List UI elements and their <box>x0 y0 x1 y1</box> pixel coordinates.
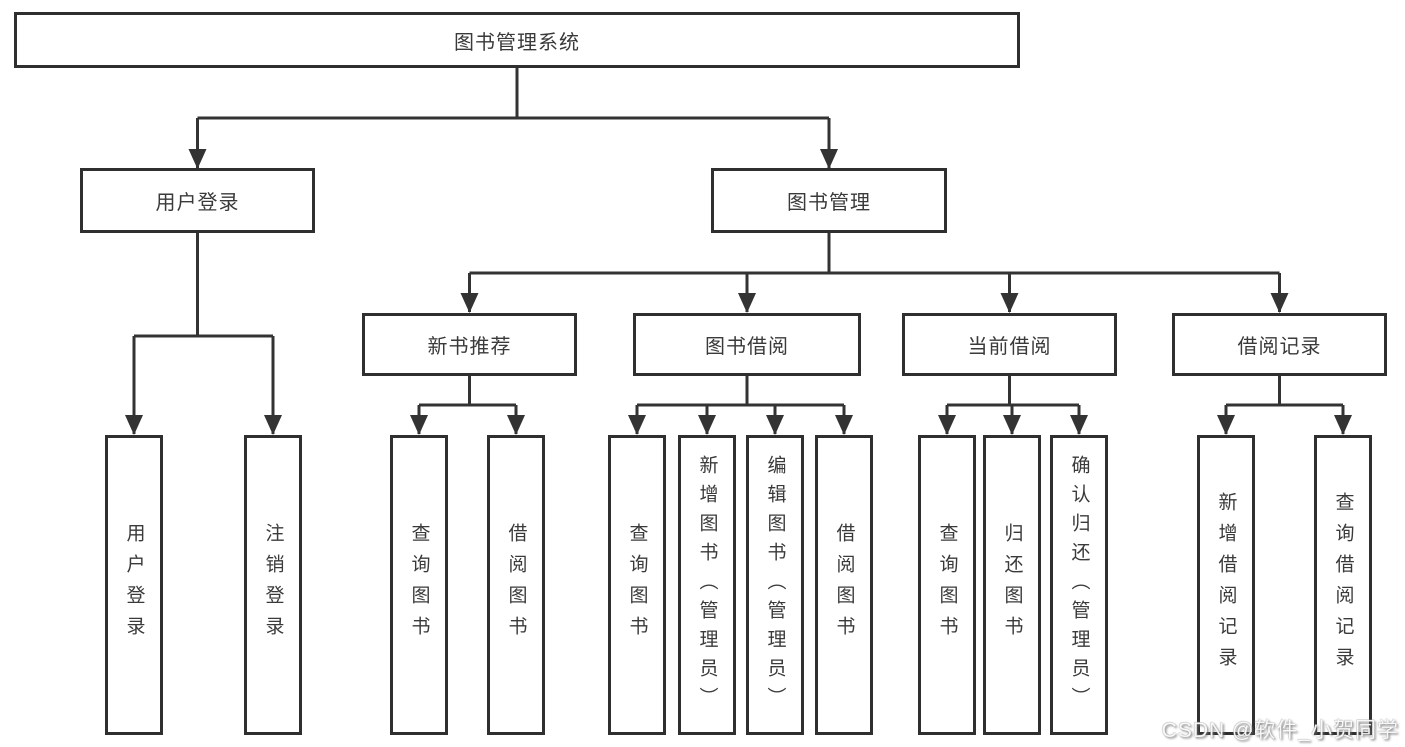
watermark: CSDN @软件_小贺同学 <box>1161 719 1399 742</box>
node-book-management: 图书管理 <box>711 168 947 233</box>
node-borrow-record: 借阅记录 <box>1172 313 1387 376</box>
leaf-edit-book-admin: 编辑图书（管理员） <box>746 435 804 735</box>
leaf-user-login: 用户登录 <box>105 435 163 735</box>
node-label: 新书推荐 <box>427 336 512 358</box>
node-current-borrow: 当前借阅 <box>902 313 1117 376</box>
node-label: 查询图书 <box>936 523 958 647</box>
leaf-borrow-books: 借阅图书 <box>815 435 873 735</box>
node-label: 查询借阅记录 <box>1332 492 1354 678</box>
node-label: 查询图书 <box>626 523 648 647</box>
node-label: 注销登录 <box>262 523 284 647</box>
node-label: 借阅图书 <box>505 523 527 647</box>
node-book-borrow: 图书借阅 <box>633 313 861 376</box>
node-user-login: 用户登录 <box>80 168 315 233</box>
leaf-query-books-recommend: 查询图书 <box>390 435 448 735</box>
node-new-book-recommend: 新书推荐 <box>362 313 577 376</box>
node-label: 编辑图书（管理员） <box>764 454 786 716</box>
leaf-return-book: 归还图书 <box>983 435 1041 735</box>
node-label: 借阅记录 <box>1237 336 1322 358</box>
leaf-add-borrow-record: 新增借阅记录 <box>1197 435 1255 735</box>
node-root: 图书管理系统 <box>14 12 1020 68</box>
leaf-logout-login: 注销登录 <box>244 435 302 735</box>
node-label: 用户登录 <box>123 523 145 647</box>
node-label: 图书管理系统 <box>454 31 580 54</box>
node-label: 用户登录 <box>155 192 240 214</box>
leaf-confirm-return-admin: 确认归还（管理员） <box>1050 435 1108 735</box>
leaf-add-book-admin: 新增图书（管理员） <box>678 435 736 735</box>
leaf-borrow-books-recommend: 借阅图书 <box>487 435 545 735</box>
node-label: 借阅图书 <box>833 523 855 647</box>
node-label: 确认归还（管理员） <box>1068 454 1090 716</box>
leaf-query-borrow-record: 查询借阅记录 <box>1314 435 1372 735</box>
node-label: 查询图书 <box>408 523 430 647</box>
node-label: 图书管理 <box>787 192 871 214</box>
leaf-query-books-current: 查询图书 <box>918 435 976 735</box>
node-label: 归还图书 <box>1001 523 1023 647</box>
node-label: 当前借阅 <box>967 336 1052 358</box>
node-label: 图书借阅 <box>705 336 789 358</box>
node-label: 新增借阅记录 <box>1215 492 1237 678</box>
leaf-query-books-borrow: 查询图书 <box>608 435 666 735</box>
node-label: 新增图书（管理员） <box>696 454 718 716</box>
